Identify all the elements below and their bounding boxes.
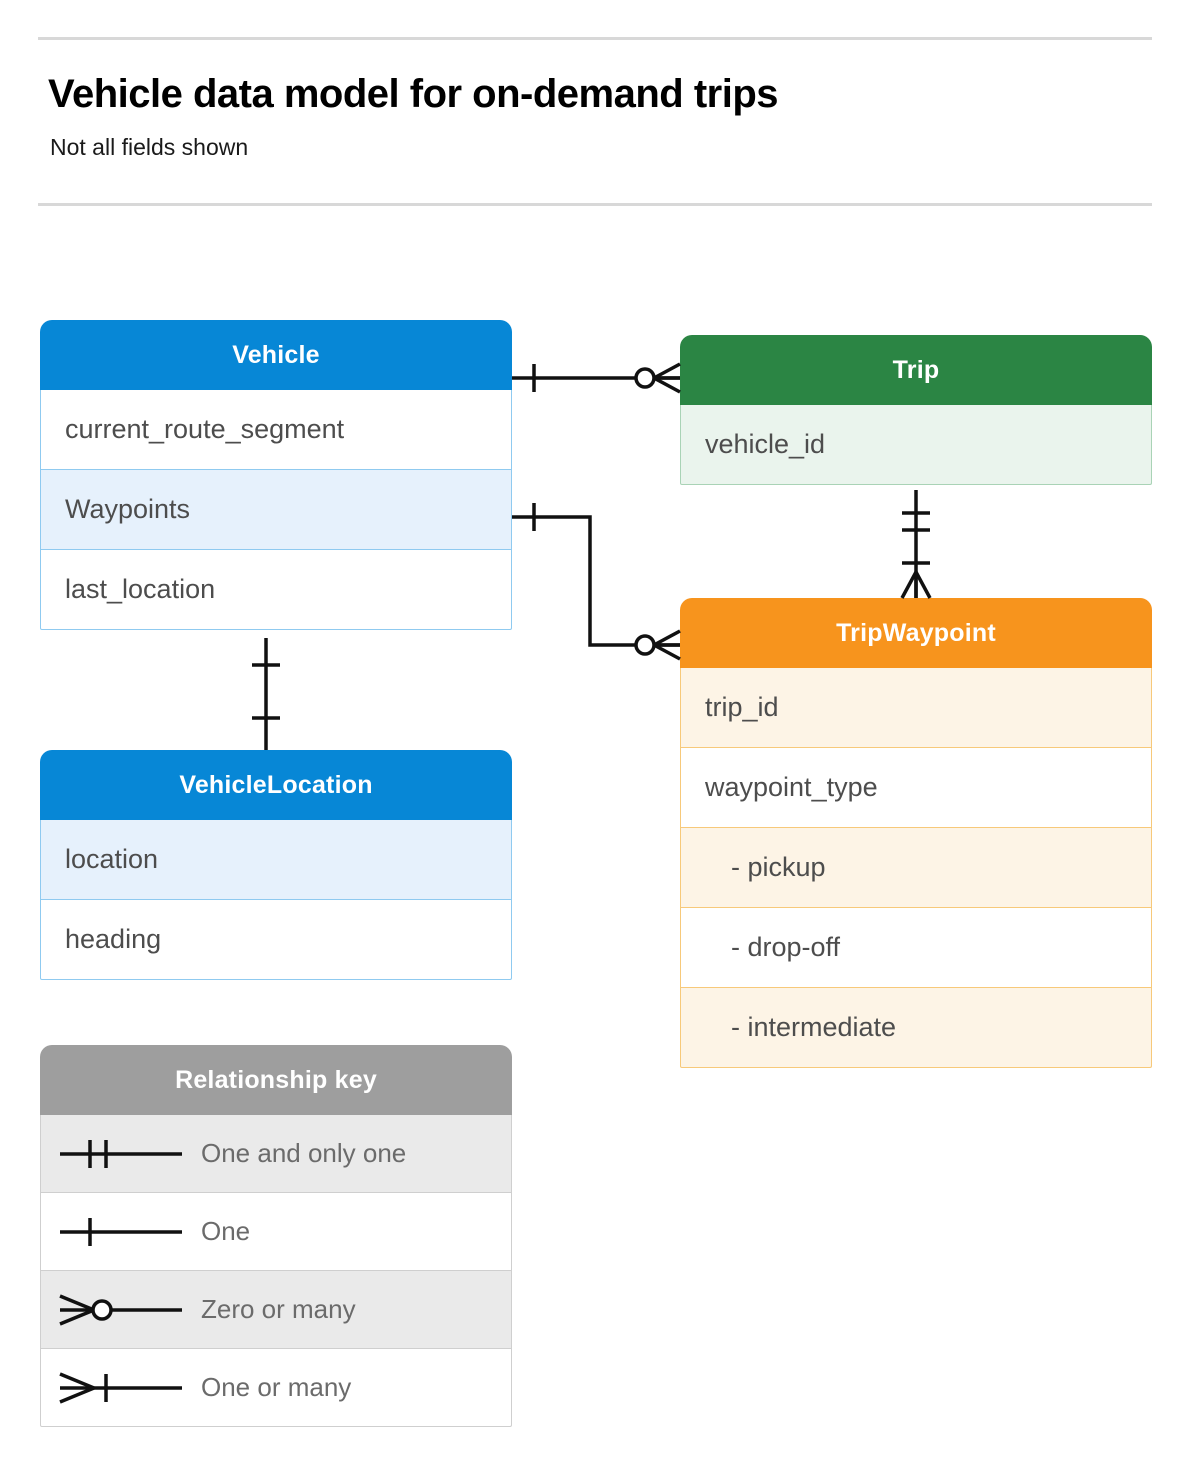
connector-vehicle-trip xyxy=(512,362,681,394)
entity-vehiclelocation-field-location[interactable]: location xyxy=(40,820,512,900)
entity-vehicle-field-last-location[interactable]: last_location xyxy=(40,550,512,630)
entity-trip[interactable]: Trip vehicle_id xyxy=(680,335,1152,485)
legend-label-zero-or-many: Zero or many xyxy=(201,1294,356,1324)
entity-trip-field-vehicle-id[interactable]: vehicle_id xyxy=(680,405,1152,485)
entity-tripwaypoint-field-trip-id[interactable]: trip_id xyxy=(680,668,1152,748)
entity-vehicle-field-waypoints[interactable]: Waypoints xyxy=(40,470,512,550)
entity-vehicle[interactable]: Vehicle current_route_segment Waypoints … xyxy=(40,320,512,630)
top-divider xyxy=(38,37,1152,40)
legend-label-one-or-many: One or many xyxy=(201,1372,352,1402)
legend-item-one-or-many: One or many xyxy=(40,1349,512,1427)
legend-label-one-and-only-one: One and only one xyxy=(201,1138,407,1168)
entity-vehiclelocation-field-heading[interactable]: heading xyxy=(40,900,512,980)
entity-vehicle-title: Vehicle xyxy=(40,320,512,390)
relationship-key-title: Relationship key xyxy=(40,1045,512,1115)
entity-tripwaypoint-value-drop-off[interactable]: - drop-off xyxy=(680,908,1152,988)
one-icon xyxy=(41,1212,201,1252)
entity-tripwaypoint[interactable]: TripWaypoint trip_id waypoint_type - pic… xyxy=(680,598,1152,1068)
one-or-many-icon xyxy=(41,1368,201,1408)
zero-or-many-icon xyxy=(41,1290,201,1330)
entity-tripwaypoint-value-pickup[interactable]: - pickup xyxy=(680,828,1152,908)
legend-item-one-and-only-one: One and only one xyxy=(40,1115,512,1193)
connector-waypoints-tripwaypoint xyxy=(512,503,681,661)
entity-tripwaypoint-title: TripWaypoint xyxy=(680,598,1152,668)
bottom-divider xyxy=(38,203,1152,206)
page-subtitle: Not all fields shown xyxy=(50,134,249,160)
relationship-key-legend: Relationship key One and only one One xyxy=(40,1045,512,1427)
legend-item-zero-or-many: Zero or many xyxy=(40,1271,512,1349)
connector-trip-tripwaypoint xyxy=(900,490,932,599)
entity-vehiclelocation[interactable]: VehicleLocation location heading xyxy=(40,750,512,980)
entity-tripwaypoint-field-waypoint-type[interactable]: waypoint_type xyxy=(680,748,1152,828)
entity-vehicle-field-current-route-segment[interactable]: current_route_segment xyxy=(40,390,512,470)
entity-trip-title: Trip xyxy=(680,335,1152,405)
legend-item-one: One xyxy=(40,1193,512,1271)
entity-vehiclelocation-title: VehicleLocation xyxy=(40,750,512,820)
entity-tripwaypoint-value-intermediate[interactable]: - intermediate xyxy=(680,988,1152,1068)
legend-label-one: One xyxy=(201,1216,251,1246)
connector-vehicle-vehiclelocation xyxy=(252,638,280,750)
page-title: Vehicle data model for on-demand trips xyxy=(48,72,779,116)
one-and-only-one-icon xyxy=(41,1134,201,1174)
